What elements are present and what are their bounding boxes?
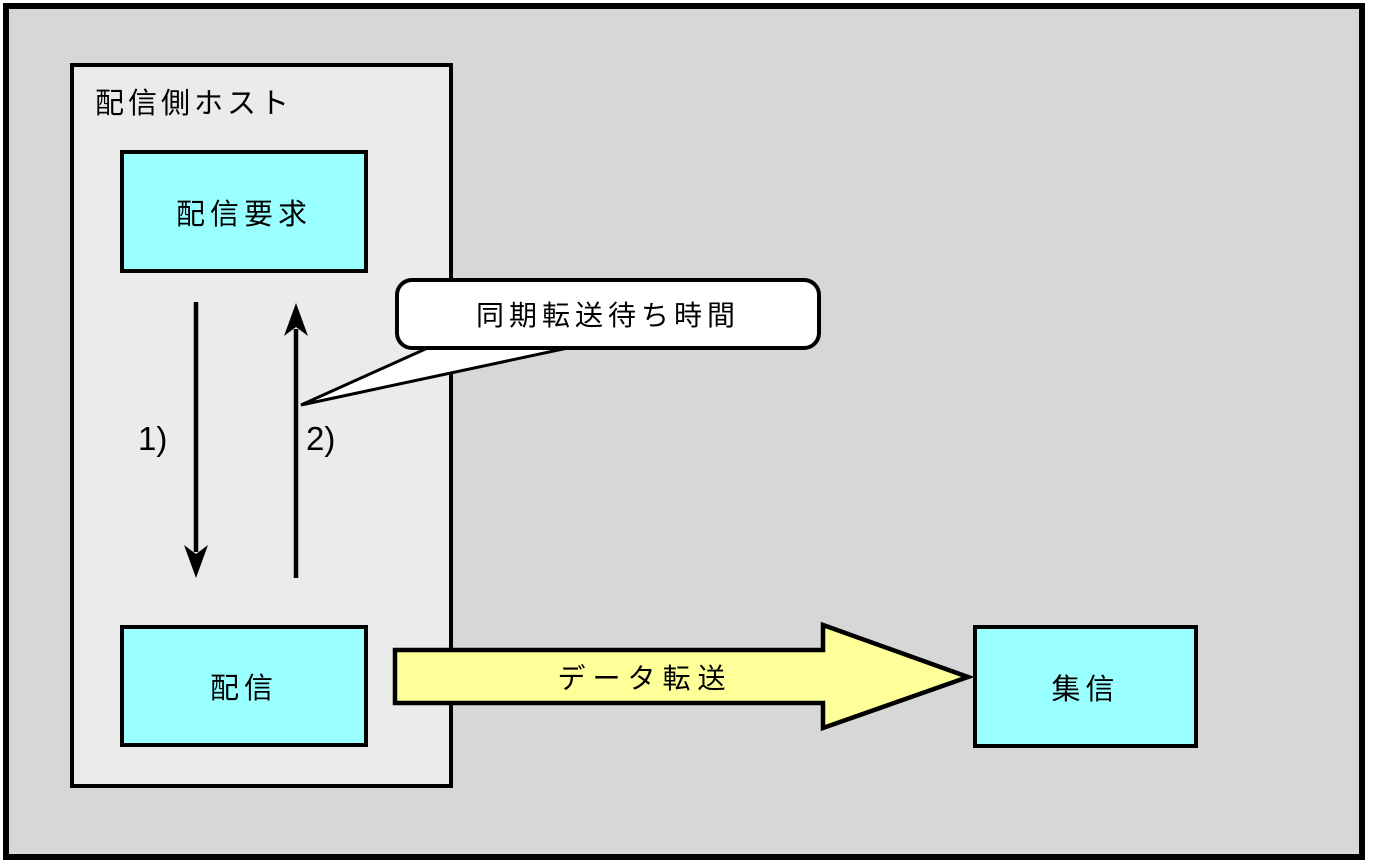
request-box: 配信要求: [120, 150, 368, 273]
callout-label: 同期転送待ち時間: [475, 300, 740, 331]
step2-label: 2): [306, 420, 336, 457]
collect-box: 集信: [973, 625, 1198, 748]
callout: 同期転送待ち時間: [395, 278, 821, 350]
step2-up-arrow-icon: [284, 303, 308, 578]
step1-down-arrow-icon: [184, 302, 208, 578]
callout-tail: [300, 344, 578, 407]
collect-box-label: 集信: [1051, 673, 1120, 706]
step1-label: 1): [138, 420, 168, 457]
distribute-box: 配信: [120, 625, 368, 747]
transfer-label: データ転送: [557, 663, 733, 694]
distribute-box-label: 配信: [209, 673, 278, 705]
data-transfer-arrow: [392, 621, 975, 732]
request-box-label: 配信要求: [175, 198, 312, 231]
host-label: 配信側ホスト: [95, 88, 294, 120]
